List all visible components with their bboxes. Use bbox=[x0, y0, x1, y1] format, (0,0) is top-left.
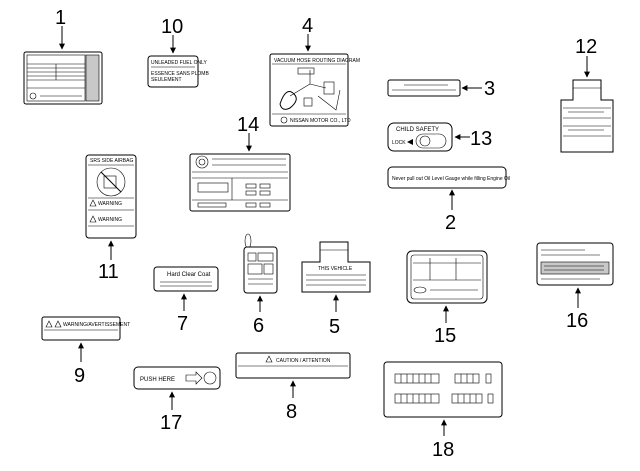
label-11-srs-side-airbag: SRS SIDE AIRBAG WARNING WARNING bbox=[85, 154, 137, 239]
svg-text:VACUUM HOSE ROUTING DIAGRAM: VACUUM HOSE ROUTING DIAGRAM bbox=[274, 58, 360, 64]
callout-7: 7 bbox=[177, 313, 188, 335]
label-15-info-label bbox=[406, 250, 488, 304]
label-2-oil-gauge: Never pull out Oil Level Gauge while fil… bbox=[387, 166, 510, 189]
svg-text:CAUTION / ATTENTION: CAUTION / ATTENTION bbox=[276, 358, 331, 364]
label-4-vacuum-hose-diagram: VACUUM HOSE ROUTING DIAGRAM NISSAN MOTOR… bbox=[269, 53, 360, 127]
svg-text:LOCK: LOCK bbox=[392, 140, 406, 146]
label-5-this-vehicle: THIS VEHICLE bbox=[301, 241, 371, 293]
callout-3: 3 bbox=[484, 78, 495, 100]
label-16-info-label bbox=[536, 242, 614, 286]
callout-11: 11 bbox=[98, 261, 119, 283]
svg-text:SEULEMENT: SEULEMENT bbox=[151, 77, 182, 83]
svg-text:NISSAN MOTOR CO., LTD: NISSAN MOTOR CO., LTD bbox=[290, 118, 351, 124]
label-7-hard-clear-coat: Hard Clear Coat bbox=[153, 266, 219, 292]
callout-6: 6 bbox=[253, 315, 264, 337]
label-12-warning-tag bbox=[560, 79, 614, 153]
label-17-push-here: PUSH HERE bbox=[133, 366, 221, 390]
callout-17: 17 bbox=[160, 412, 182, 434]
label-13-child-safety: CHILD SAFETY LOCK bbox=[387, 122, 453, 152]
callout-8: 8 bbox=[286, 401, 297, 423]
callout-1: 1 bbox=[55, 7, 66, 29]
svg-text:PUSH HERE: PUSH HERE bbox=[140, 377, 175, 383]
svg-text:Hard Clear Coat: Hard Clear Coat bbox=[167, 272, 211, 278]
label-8-caution-attention: CAUTION / ATTENTION bbox=[235, 352, 351, 379]
label-3-caution-strip bbox=[387, 79, 461, 97]
svg-text:WARNING/AVERTISSEMENT: WARNING/AVERTISSEMENT bbox=[63, 322, 130, 328]
svg-text:Never pull out Oil Level Gauge: Never pull out Oil Level Gauge while fil… bbox=[392, 176, 510, 182]
svg-text:WARNING: WARNING bbox=[98, 217, 122, 223]
svg-text:UNLEADED FUEL ONLY: UNLEADED FUEL ONLY bbox=[151, 60, 208, 66]
label-9-warning-avertissement: WARNING/AVERTISSEMENT bbox=[41, 316, 130, 341]
svg-text:CHILD SAFETY: CHILD SAFETY bbox=[396, 127, 439, 133]
callout-10: 10 bbox=[161, 16, 183, 38]
callout-12: 12 bbox=[575, 36, 597, 58]
svg-text:ESSENCE SANS PLOMB: ESSENCE SANS PLOMB bbox=[151, 71, 209, 77]
svg-text:THIS VEHICLE: THIS VEHICLE bbox=[318, 266, 353, 272]
callout-4: 4 bbox=[302, 15, 313, 37]
callout-13: 13 bbox=[470, 128, 492, 150]
label-14-tire-placard bbox=[189, 153, 291, 212]
callout-15: 15 bbox=[434, 325, 456, 347]
label-18-code-label bbox=[383, 361, 503, 418]
label-6-hang-tag bbox=[243, 233, 278, 294]
callout-14: 14 bbox=[237, 114, 259, 136]
label-10-unleaded-fuel: UNLEADED FUEL ONLY ESSENCE SANS PLOMB SE… bbox=[147, 55, 209, 88]
callout-9: 9 bbox=[74, 365, 85, 387]
label-1-emission-label bbox=[23, 51, 103, 105]
callout-5: 5 bbox=[329, 316, 340, 338]
svg-text:SRS SIDE AIRBAG: SRS SIDE AIRBAG bbox=[90, 158, 133, 164]
callout-18: 18 bbox=[432, 439, 454, 461]
callout-16: 16 bbox=[566, 310, 588, 332]
callout-2: 2 bbox=[445, 212, 456, 234]
svg-text:WARNING: WARNING bbox=[98, 201, 122, 207]
